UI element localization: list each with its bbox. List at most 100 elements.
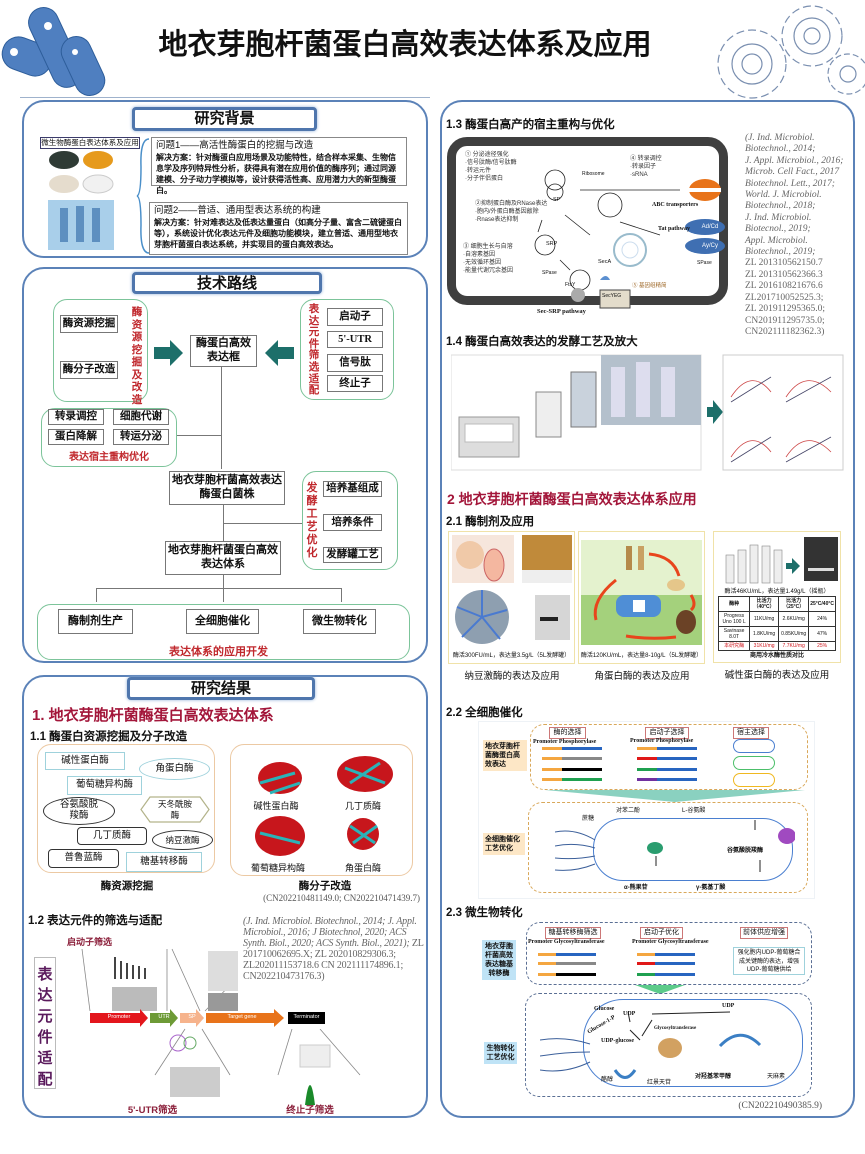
terminator-screen-label: 终止子筛选 (286, 1105, 334, 1116)
module-item: ·无效循环基因 (463, 260, 501, 266)
hydroquinone-label: 对苯二酚 (616, 808, 641, 814)
cell-module-5: ⑤ 基因组精简 (632, 283, 667, 289)
bacteria-illustration (1, 7, 106, 97)
section-1-3-heading: 1.3 酶蛋白高产的宿主重构与优化 (446, 119, 615, 131)
arrow-label-terminator: Terminator (293, 1014, 320, 1020)
sec-srp-label: Sec-SRP pathway (537, 308, 586, 315)
gene-bar (637, 973, 655, 976)
wc-left-label-1: 地衣芽胞杆菌酶蛋白高效表达 (483, 740, 527, 771)
spase-label: SPase (542, 270, 557, 276)
section-2-2-heading: 2.2 全细胞催化 (446, 707, 523, 719)
mt-left-label-1: 地衣芽胞杆菌高效表达糖基转移酶 (482, 940, 516, 980)
cold-enzyme-comparison-table: 酶种比活力（40°C）比活力（25°C）25°C/40°C Progress U… (717, 596, 836, 651)
connector (223, 523, 302, 524)
enzyme-tag: 几丁质酶 (77, 827, 147, 845)
enzyme-tag: 葡萄糖异构酶 (67, 776, 142, 795)
ref-line: ZL 201310562366.3 (745, 269, 823, 280)
gene-bar (542, 768, 562, 771)
enzyme-products-photo (48, 151, 114, 250)
route-system-box: 地衣芽胞杆菌蛋白高效表达体系 (165, 541, 281, 575)
gene-bar (655, 962, 695, 965)
route-ferm-item: 培养基组成 (323, 481, 382, 497)
route-app-label: 表达体系的应用开发 (169, 646, 268, 658)
table-cell: 7.7KU/mg (778, 641, 810, 651)
element-group (300, 299, 394, 400)
mt-left-label-2: 生物转化工艺优化 (484, 1042, 517, 1064)
cell-module-3: ③ 细胞生长与自溶·自溶素基因·无效循环基因·能量代谢冗余基因 (463, 243, 513, 275)
gastrodin-label: 天麻素 (767, 1074, 786, 1080)
ref-line: Microb. Cell Fact., 2017 (745, 167, 840, 178)
gaba-label: γ-氨基丁酸 (696, 885, 726, 891)
gene-bar (556, 953, 596, 956)
sp-label: SP (553, 197, 561, 203)
gears-illustration (717, 5, 865, 99)
gene-bar (562, 747, 602, 750)
ref-line: Appl. Microbiol. (745, 235, 808, 246)
question-2-title: 问题2——普适、通用型表达系统的构建 (154, 205, 321, 216)
module-title: ②抑制蛋白酶及RNase表达 (475, 201, 548, 207)
results-heading-1: 1. 地衣芽胞杆菌酶蛋白高效表达体系 (32, 707, 274, 724)
terminator-screening-images (277, 1029, 361, 1105)
header-divider (20, 97, 430, 98)
hba-label: 对羟基苯甲醇 (695, 1074, 732, 1080)
route-strain-box: 地衣芽胞杆菌高效表达酶蛋白菌株 (169, 471, 285, 505)
gene-bar (657, 757, 697, 760)
gene-bar (657, 768, 697, 771)
aycy-label: Ay/Cy (702, 243, 718, 249)
cell-module-1: ① 分泌途径强化·信号肽酶/信号肽酶·转运元件·分子伴侣蛋白 (465, 151, 517, 183)
arrow-label-target-gene: Target gene (227, 1014, 257, 1020)
keratinase-caption: 角蛋白酶的表达及应用 (594, 671, 690, 682)
host-group (41, 408, 177, 467)
protein-structure-images (255, 756, 393, 856)
mt-promoter-label-2: Promoter Glycosyltransferase (632, 939, 709, 945)
gene-bar (538, 962, 556, 965)
gene-bar (542, 757, 562, 760)
table-cell: Progress Uno 100 L (717, 611, 751, 627)
gene-bar (562, 778, 602, 781)
down-arrow-icon (635, 985, 685, 994)
ref-line: Biotechnol., 2019; (745, 247, 816, 258)
gene-bar (637, 778, 657, 781)
ref-line: ZL 201310562150.7 (745, 258, 823, 269)
whole-cell-diagram (478, 721, 815, 899)
table-header: 比活力（25°C） (778, 596, 810, 612)
tyrosol-label: 酪醇 (601, 1077, 614, 1083)
alkaline-protease-caption: 碱性蛋白酶的表达及应用 (724, 670, 830, 681)
cell-module-4: ④ 转录调控·转录因子·sRNA (630, 155, 662, 179)
alkaline-protease-images (725, 537, 838, 584)
fermentation-scaleup-images (451, 354, 844, 471)
ref-line: Biotechnol., 2014; (745, 144, 816, 155)
ref-line: Biotecnol., 2019; (745, 224, 811, 235)
route-host-item: 蛋白降解 (48, 429, 104, 445)
mt-tag: 糖基转移酶筛选 (545, 927, 601, 939)
connector (341, 588, 342, 602)
table-cell: 11KU/mg (749, 611, 780, 627)
module-item: ·信号肽酶/信号肽酶 (465, 160, 517, 166)
gene-bar (562, 768, 602, 771)
results-heading-2: 2 地衣芽胞杆菌酶蛋白高效表达体系应用 (447, 491, 697, 507)
element-adapt-label: 表达元件适配 (34, 957, 56, 1089)
gene-bar (538, 973, 556, 976)
gad-label: 谷氨酸脱羧酶 (727, 848, 764, 854)
wc-tag: 酶的选择 (549, 727, 586, 739)
enzyme-tag: 谷氨酸脱羧酶 (43, 797, 115, 825)
route-enzyme-modify: 酶分子改造 (60, 361, 118, 379)
microbial-transform-reference: (CN202210490385.9) (738, 1101, 822, 1111)
cell-module-2: ②抑制蛋白酶及RNase表达·胞内/外蛋白酶基因敲除·Rnase表达抑制 (475, 200, 547, 224)
question-2-text: 解决方案：针对难表达及低表达量蛋白（如高分子量、富含二硫键蛋白等），系统设计优化… (154, 218, 402, 249)
enzyme-tag: 普鲁蓝酶 (48, 849, 119, 868)
sucrose-label: 蔗糖 (582, 816, 595, 822)
route-host-item: 转运分泌 (113, 429, 169, 445)
gene-bar (637, 953, 655, 956)
question-1-text: 解决方案：针对酶蛋白应用场景及功能特性，结合样本采集、生物信息学及序列特异性分析… (156, 153, 396, 195)
route-left-label: 酶资源挖掘及改造 (131, 306, 143, 406)
gene-bar (655, 973, 695, 976)
whole-cell-outline (593, 818, 793, 881)
route-ferm-label: 发酵工艺优化 (306, 482, 318, 559)
arbutin-label: α-熊果苷 (624, 885, 648, 891)
route-enzyme-mining: 酶资源挖掘 (60, 315, 118, 333)
route-ferm-item: 发酵罐工艺 (323, 547, 382, 563)
glycosyltransferase-label: Glycosyltransferase (654, 1026, 697, 1031)
table-caption: 商用冷水酶性质对比 (749, 653, 804, 659)
